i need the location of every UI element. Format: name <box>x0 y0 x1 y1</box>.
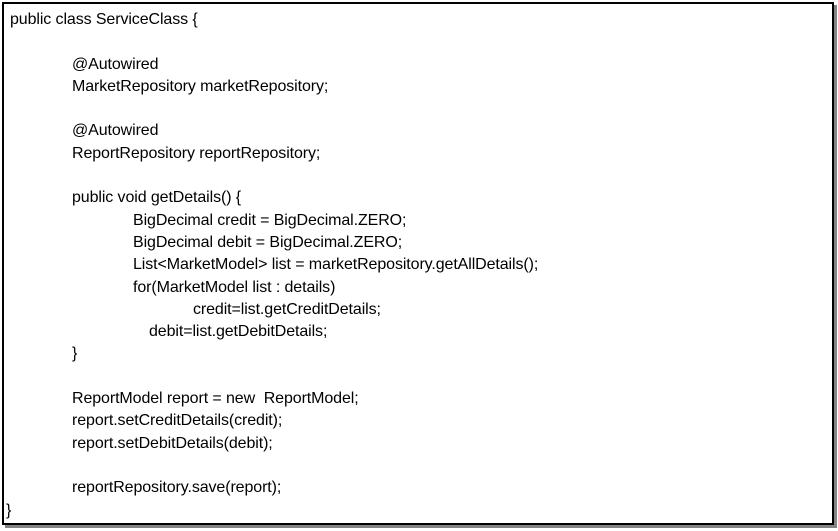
code-line: reportRepository.save(report); <box>72 479 282 497</box>
code-line: } <box>6 501 12 519</box>
code-line: debit=list.getDebitDetails; <box>149 323 328 341</box>
code-line: report.setDebitDetails(debit); <box>72 434 273 452</box>
code-line <box>4 31 832 53</box>
code-line: ReportModel report = new ReportModel; <box>72 390 359 408</box>
code-line: List<MarketModel> list = marketRepositor… <box>133 256 539 274</box>
code-line <box>4 165 832 187</box>
code-line: public class ServiceClass { <box>10 11 198 28</box>
code-line: @Autowired <box>72 55 159 73</box>
code-line: report.setCreditDetails(credit); <box>72 412 283 430</box>
code-line <box>4 455 832 477</box>
code-line <box>4 98 832 120</box>
code-line: credit=list.getCreditDetails; <box>193 300 381 318</box>
code-line: BigDecimal debit = BigDecimal.ZERO; <box>133 233 403 251</box>
code-line: MarketRepository marketRepository; <box>72 77 329 95</box>
code-line: public void getDetails() { <box>72 189 242 207</box>
code-line: BigDecimal credit = BigDecimal.ZERO; <box>133 211 407 229</box>
code-line: @Autowired <box>72 122 159 140</box>
code-line: ReportRepository reportRepository; <box>72 144 321 162</box>
code-line: for(MarketModel list : details) <box>133 278 336 296</box>
code-line: } <box>72 345 78 363</box>
code-line <box>4 366 832 388</box>
